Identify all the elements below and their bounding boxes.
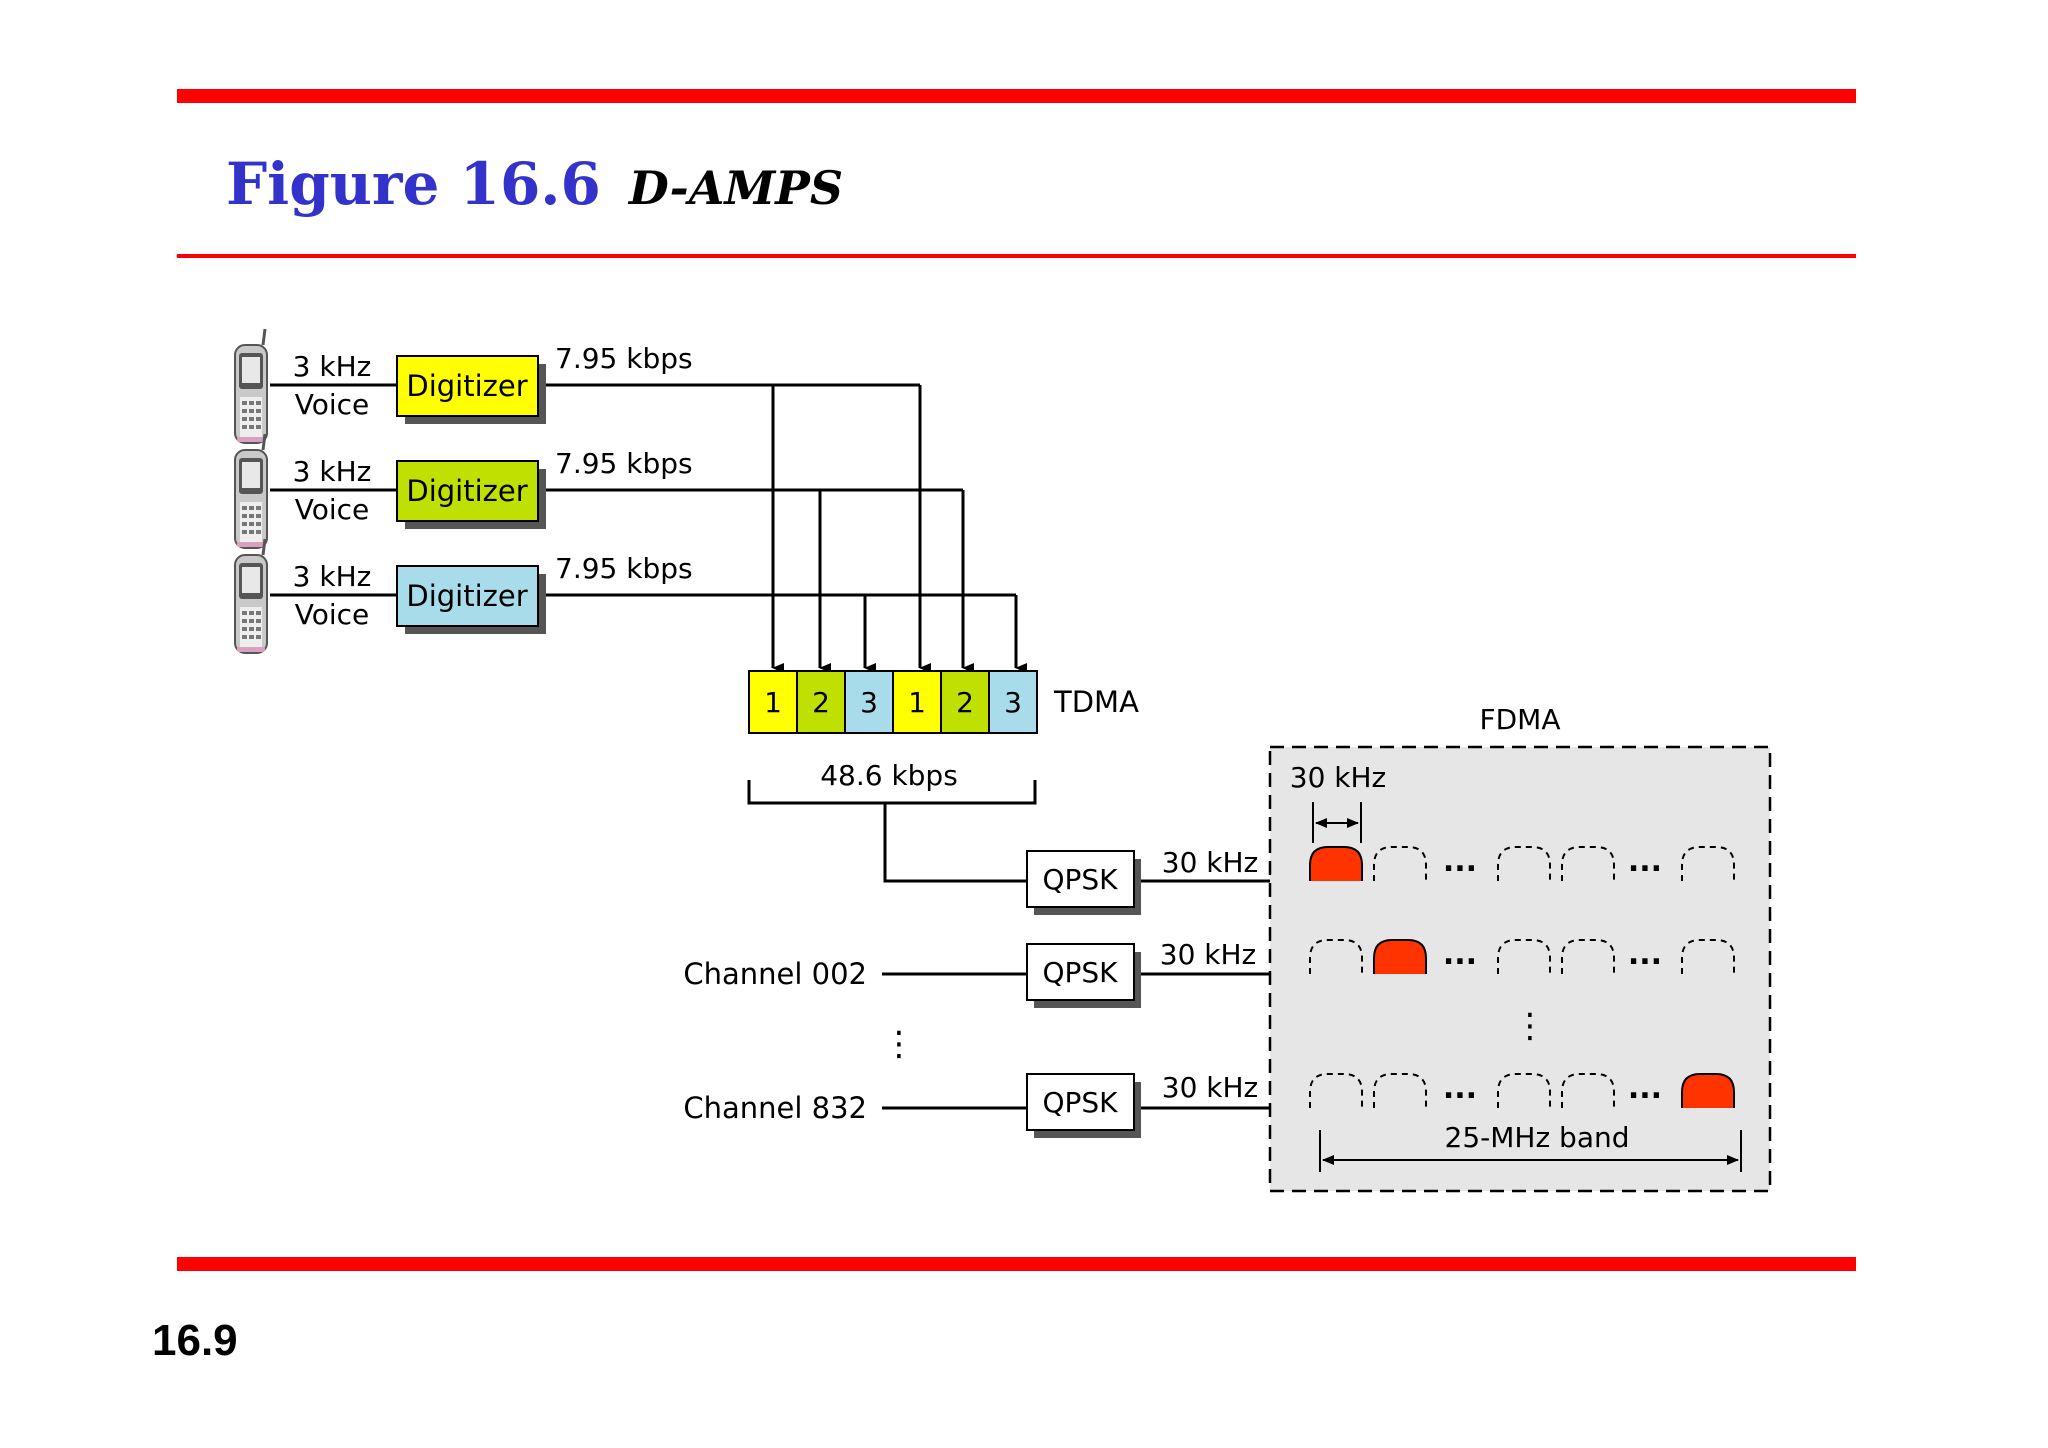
channel-spacing-label: 30 kHz (1290, 761, 1387, 794)
active-carrier (1373, 939, 1427, 974)
carrier-ellipsis: ... (1443, 844, 1477, 879)
cell-phone-icon (233, 537, 269, 655)
channel-832: Channel 832 QPSK 30 kHz (683, 1071, 1755, 1138)
tdma-slot-label: 3 (860, 686, 878, 719)
idle-carrier (1561, 939, 1615, 974)
cell-phone-icon (233, 432, 269, 550)
tdma-slot (988, 670, 1038, 734)
idle-carrier (1497, 939, 1551, 974)
tdma-frame: 1 2 3 1 2 3 TDMA 48.6 kbps (747, 670, 1139, 883)
fdma-panel: FDMA 30 kHz ...... ...... ...... ⋮ 25-MH… (1268, 703, 1772, 1193)
carrier-vertical-ellipsis: ⋮ (1513, 1006, 1547, 1046)
tdma-slot-label: 2 (956, 686, 974, 719)
figure-caption: D-AMPS (628, 161, 844, 215)
tdma-slot-label: 1 (908, 686, 926, 719)
digitizer-rate: 7.95 kbps (555, 342, 693, 375)
tdma-slot-label: 3 (1004, 686, 1022, 719)
carrier-ellipsis: ... (1628, 937, 1662, 972)
modulator-label: QPSK (1042, 863, 1118, 896)
voice-row-3: 3 kHz Voice Digitizer 7.95 kbps (233, 537, 1016, 655)
channel-bandwidth: 30 kHz (1160, 938, 1257, 971)
input-label: Voice (295, 598, 370, 631)
carrier-row: ...... (1309, 937, 1735, 974)
voice-row-1: 3 kHz Voice Digitizer 7.95 kbps (233, 327, 920, 445)
input-label: Voice (295, 388, 370, 421)
digitizer-3 (396, 565, 539, 627)
channel-bandwidth: 30 kHz (1162, 1071, 1259, 1104)
input-frequency: 3 kHz (293, 455, 372, 488)
tdma-slot-label: 1 (764, 686, 782, 719)
idle-carrier (1681, 846, 1735, 881)
qpsk-modulator (1026, 850, 1135, 908)
idle-carrier (1309, 1073, 1363, 1108)
idle-carrier (1309, 939, 1363, 974)
idle-carrier (1373, 1073, 1427, 1108)
tdma-slot-label: 2 (812, 686, 830, 719)
idle-carrier (1561, 1073, 1615, 1108)
idle-carrier (1561, 846, 1615, 881)
idle-carrier (1373, 846, 1427, 881)
figure-title: Figure 16.6 D-AMPS (226, 150, 843, 218)
carrier-ellipsis: ... (1443, 1071, 1477, 1106)
digitizer-1 (396, 355, 539, 417)
tdma-bracket (747, 780, 1037, 805)
tdma-slot (748, 670, 798, 734)
modulator-label: QPSK (1042, 956, 1118, 989)
modulator-label: QPSK (1042, 1086, 1118, 1119)
top-rule (177, 89, 1856, 103)
carrier-ellipsis: ... (1443, 937, 1477, 972)
figure-number: Figure 16.6 (226, 150, 601, 218)
tdma-slot (844, 670, 894, 734)
digitizer-2 (396, 460, 539, 522)
channel-name: Channel 832 (683, 1091, 867, 1125)
input-frequency: 3 kHz (293, 560, 372, 593)
digitizer-label: Digitizer (406, 369, 527, 403)
slide-number: 16.9 (152, 1316, 238, 1365)
tdma-slot (796, 670, 846, 734)
bottom-rule (177, 1257, 1856, 1271)
tdma-slot (940, 670, 990, 734)
active-carrier (1309, 846, 1363, 881)
digitizer-label: Digitizer (406, 474, 527, 508)
input-frequency: 3 kHz (293, 350, 372, 383)
channel-1: QPSK 30 kHz (1026, 846, 1755, 915)
cell-phone-icon (233, 327, 269, 445)
tdma-label: TDMA (1053, 685, 1139, 719)
carrier-row: ...... (1309, 1071, 1735, 1108)
carrier-row: ...... (1309, 844, 1735, 881)
carrier-ellipsis: ... (1628, 1071, 1662, 1106)
idle-carrier (1681, 939, 1735, 974)
interleave-arrows (771, 385, 1027, 673)
channel-bandwidth: 30 kHz (1162, 846, 1259, 879)
digitizer-label: Digitizer (406, 579, 527, 613)
fdma-label: FDMA (1480, 703, 1561, 736)
voice-row-2: 3 kHz Voice Digitizer 7.95 kbps (233, 432, 963, 550)
qpsk-modulator (1026, 1073, 1135, 1131)
digitizer-rate: 7.95 kbps (555, 552, 693, 585)
active-carrier (1681, 1073, 1735, 1108)
idle-carrier (1497, 846, 1551, 881)
band-label: 25-MHz band (1445, 1121, 1630, 1154)
input-label: Voice (295, 493, 370, 526)
qpsk-modulator (1026, 943, 1135, 1001)
tdma-rate: 48.6 kbps (820, 759, 958, 792)
idle-carrier (1497, 1073, 1551, 1108)
carrier-ellipsis: ... (1628, 844, 1662, 879)
channel-name: Channel 002 (683, 957, 867, 991)
title-rule (177, 254, 1856, 258)
channel-ellipsis: ⋮ (882, 1024, 916, 1064)
digitizer-rate: 7.95 kbps (555, 447, 693, 480)
